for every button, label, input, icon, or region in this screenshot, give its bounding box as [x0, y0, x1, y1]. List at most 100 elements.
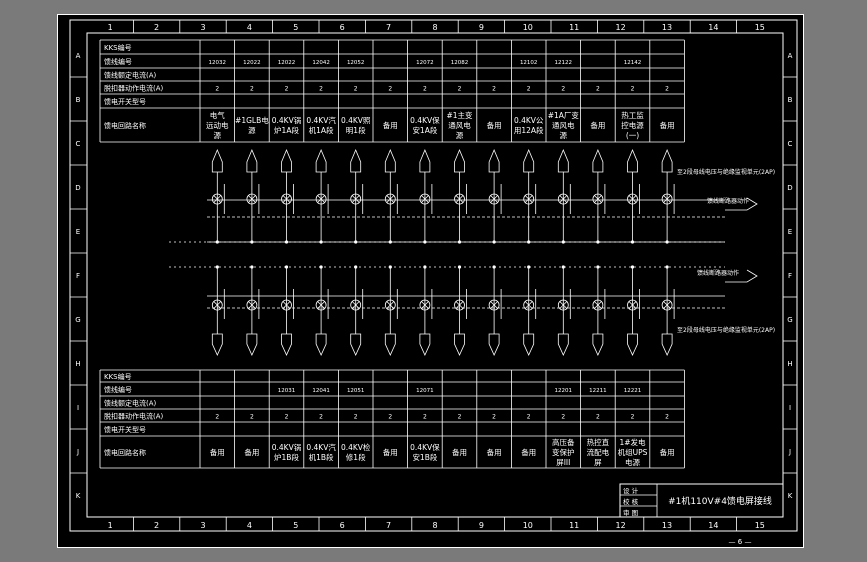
feeder-tap-lower: [315, 333, 327, 356]
trip-current: 2: [631, 414, 635, 421]
indicator-lamp-upper: [315, 193, 327, 205]
row-label-left: C: [76, 140, 81, 148]
column-label-top: 14: [708, 23, 718, 32]
lamp-cross: [524, 195, 533, 203]
trip-current: 2: [665, 414, 669, 421]
trip-current: 2: [527, 414, 531, 421]
feeder-number: 12042: [312, 60, 330, 66]
feeder-number: 12022: [243, 60, 261, 66]
feeder-name: 备用: [521, 447, 536, 457]
annotation-relay-2: 馈线断路器动作: [697, 269, 739, 277]
feeder-number: 12201: [555, 388, 573, 394]
feeder-tap-upper: [523, 148, 535, 173]
trip-current: 2: [458, 86, 462, 93]
lamp-cross: [455, 301, 464, 309]
indicator-lamp-lower: [211, 299, 223, 311]
table-row-label: 馈电开关型号: [104, 97, 146, 106]
bus-junction: [596, 265, 600, 269]
lamp-cross: [351, 301, 360, 309]
feeder-tap-upper: [315, 148, 327, 173]
feeder-name: 电气远动电源: [206, 110, 229, 140]
feeder-name: 备用: [210, 447, 225, 457]
row-label-right: I: [789, 404, 791, 412]
trip-current: 2: [388, 86, 392, 93]
trip-current: 2: [561, 86, 565, 93]
table-row-label: 馈电开关型号: [104, 425, 146, 434]
indicator-lamp-lower: [627, 299, 638, 311]
row-label-left: G: [75, 316, 80, 324]
table-row-label: 馈线额定电流(A): [104, 399, 157, 408]
feeder-number: 12022: [278, 60, 296, 66]
trip-current: 2: [596, 86, 600, 93]
bus-junction: [423, 240, 427, 244]
lamp-cross: [594, 301, 602, 309]
bus-junction: [215, 240, 219, 244]
feeder-number: 12082: [451, 60, 469, 66]
feeder-number: 12032: [209, 60, 227, 66]
feeder-tap-lower: [384, 333, 396, 356]
bus-junction: [665, 240, 669, 244]
row-label-right: K: [788, 492, 793, 500]
page-number: — 6 —: [729, 538, 752, 546]
lamp-cross: [455, 195, 464, 203]
column-label-bottom: 3: [200, 521, 205, 530]
feeder-number: 12142: [624, 60, 642, 66]
row-label-right: J: [788, 448, 791, 456]
lamp-cross: [282, 195, 291, 203]
indicator-lamp-lower: [315, 299, 327, 311]
feeder-tap-upper: [592, 148, 604, 173]
feeder-name: 备用: [452, 447, 467, 457]
indicator-lamp-lower: [419, 299, 431, 311]
column-label-bottom: 1: [108, 521, 113, 530]
indicator-lamp-upper: [454, 193, 465, 205]
indicator-lamp-upper: [384, 193, 396, 205]
feeder-name: 备用: [383, 447, 398, 457]
feeder-number: 12031: [278, 388, 296, 394]
column-label-bottom: 6: [340, 521, 345, 530]
column-label-top: 12: [616, 23, 626, 32]
row-label-right: D: [787, 184, 792, 192]
bus-junction: [492, 240, 496, 244]
column-label-top: 8: [432, 23, 437, 32]
trip-current: 2: [250, 86, 254, 93]
trip-current: 2: [285, 86, 289, 93]
lamp-cross: [317, 301, 325, 309]
table-row-label: KKS编号: [104, 372, 132, 381]
feeder-number: 12072: [416, 60, 434, 66]
feeder-name: #1A厂变通风电源: [548, 110, 580, 140]
trip-current: 2: [285, 414, 289, 421]
table-row-label: 馈线编号: [104, 385, 132, 394]
column-label-bottom: 15: [755, 521, 765, 530]
column-label-top: 4: [247, 23, 252, 32]
row-label-right: A: [788, 52, 793, 60]
reviewer-label: 审 图: [623, 508, 638, 517]
lamp-cross: [628, 301, 637, 309]
feeder-name: 高压备变保护屏III: [552, 437, 575, 467]
row-label-left: B: [76, 96, 81, 104]
row-label-right: G: [787, 316, 792, 324]
title-block: [619, 483, 784, 518]
feeder-name: 热工监控电源(一): [621, 110, 644, 140]
column-label-bottom: 12: [616, 521, 626, 530]
annotation-upper-monitor: 至2段母线电压与绝缘监视单元(2AP): [677, 168, 775, 176]
bus-junction: [284, 240, 289, 244]
lamp-cross: [213, 301, 222, 309]
feeder-tap-lower: [627, 333, 638, 356]
table-row-label: 馈线编号: [104, 57, 132, 66]
row-label-left: A: [76, 52, 81, 60]
column-label-bottom: 13: [662, 521, 672, 530]
trip-current: 2: [354, 86, 358, 93]
trip-current: 2: [388, 414, 392, 421]
indicator-lamp-upper: [246, 193, 258, 205]
table-row-label: 脱扣器动作电流(A): [104, 84, 164, 93]
feeder-name: #1主变通风电源: [446, 110, 473, 140]
indicator-lamp-lower: [246, 299, 258, 311]
row-label-left: I: [77, 404, 79, 412]
feeder-tap-upper: [627, 148, 638, 173]
indicator-lamp-upper: [488, 193, 500, 205]
row-label-left: E: [76, 228, 80, 236]
indicator-lamp-lower: [523, 299, 535, 311]
trip-current: 2: [319, 414, 323, 421]
row-label-left: F: [76, 272, 80, 280]
feeder-tap-lower: [523, 333, 535, 356]
